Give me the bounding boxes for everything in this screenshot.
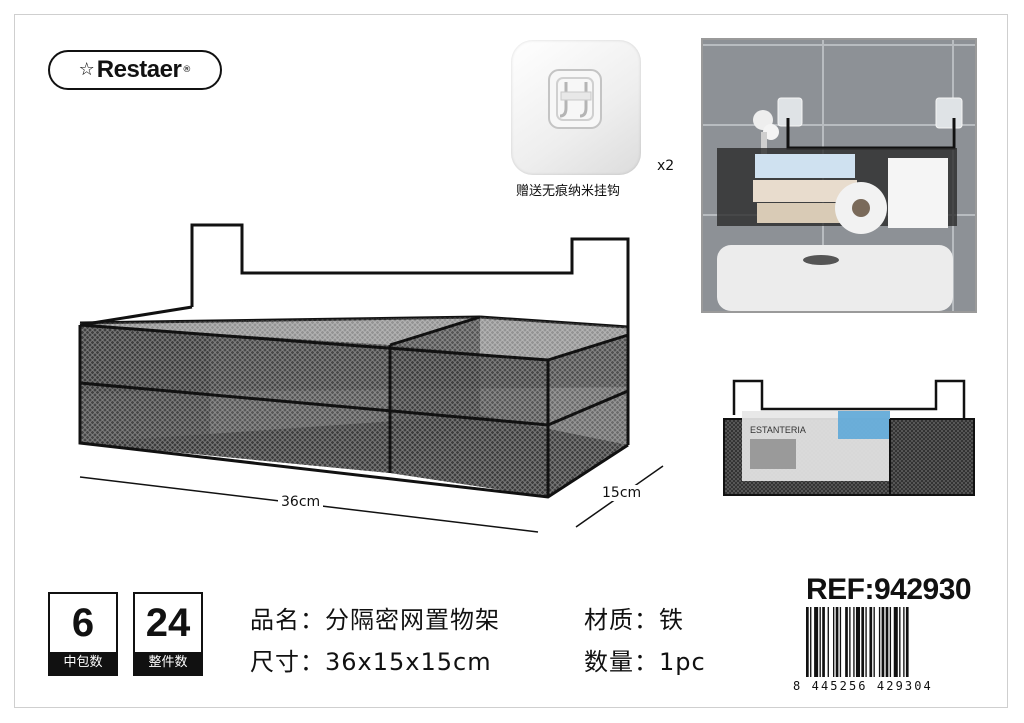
length-label: 36cm xyxy=(278,494,324,510)
registered-mark: ® xyxy=(182,65,192,75)
barcode-bar xyxy=(873,607,875,677)
barcode-number: 8 445256 429304 xyxy=(793,679,933,693)
product-size: 尺寸：36x15x15cm xyxy=(250,648,492,676)
product-quantity: 数量：1pc xyxy=(584,648,706,676)
barcode-bar xyxy=(835,607,839,677)
barcode-bar xyxy=(819,607,821,677)
barcode-bar xyxy=(806,607,809,677)
hook-icon xyxy=(548,69,602,129)
barcode-bar xyxy=(845,607,848,677)
inner-pack-label: 中包数 xyxy=(50,652,116,674)
barcode-bar xyxy=(839,607,842,677)
star-icon: ☆ xyxy=(78,59,95,80)
barcode-bar xyxy=(861,607,865,677)
barcode-bar xyxy=(885,607,889,677)
carton-count: 24 整件数 xyxy=(133,592,203,676)
inner-pack-value: 6 xyxy=(71,601,95,645)
barcode-bar xyxy=(810,607,812,677)
carton-label: 整件数 xyxy=(135,652,201,674)
hook-quantity: x2 xyxy=(657,158,675,174)
barcode-bar xyxy=(849,607,851,677)
barcode-bar xyxy=(903,607,905,677)
barcode-bar xyxy=(869,607,873,677)
page-border xyxy=(14,14,1008,708)
depth-label: 15cm xyxy=(599,485,645,501)
barcode-bar xyxy=(889,607,892,677)
package-title: ESTANTERIA xyxy=(750,425,806,435)
barcode-bar xyxy=(878,607,881,677)
brand-name: Restaer xyxy=(96,56,182,83)
barcode-bar xyxy=(893,607,898,677)
adhesive-hook-image xyxy=(511,40,641,175)
carton-value: 24 xyxy=(145,601,191,645)
reference-code: REF:942930 xyxy=(806,573,972,606)
packaged-product-image: ESTANTERIA xyxy=(720,375,978,501)
barcode-bar xyxy=(881,607,885,677)
barcode-bar xyxy=(814,607,819,677)
bathroom-scene xyxy=(703,40,975,311)
hook-caption: 赠送无痕纳米挂钩 xyxy=(516,184,621,199)
packaged-basket: ESTANTERIA xyxy=(723,379,975,496)
mesh-basket xyxy=(78,223,630,499)
product-name: 品名：分隔密网置物架 xyxy=(250,606,500,634)
inner-pack-count: 6 中包数 xyxy=(48,592,118,676)
barcode-image xyxy=(806,607,909,677)
brand-logo: ☆ Restaer ® xyxy=(48,50,222,90)
barcode-bar xyxy=(827,607,829,677)
barcode-bar xyxy=(855,607,860,677)
barcode-bar xyxy=(865,607,867,677)
barcode-bar xyxy=(899,607,901,677)
product-material: 材质：铁 xyxy=(584,606,684,634)
barcode-bar xyxy=(833,607,835,677)
barcode-bar xyxy=(905,607,909,677)
usage-photo xyxy=(701,38,977,313)
main-product-image xyxy=(60,215,680,555)
barcode-bar xyxy=(822,607,825,677)
barcode-bar xyxy=(853,607,855,677)
